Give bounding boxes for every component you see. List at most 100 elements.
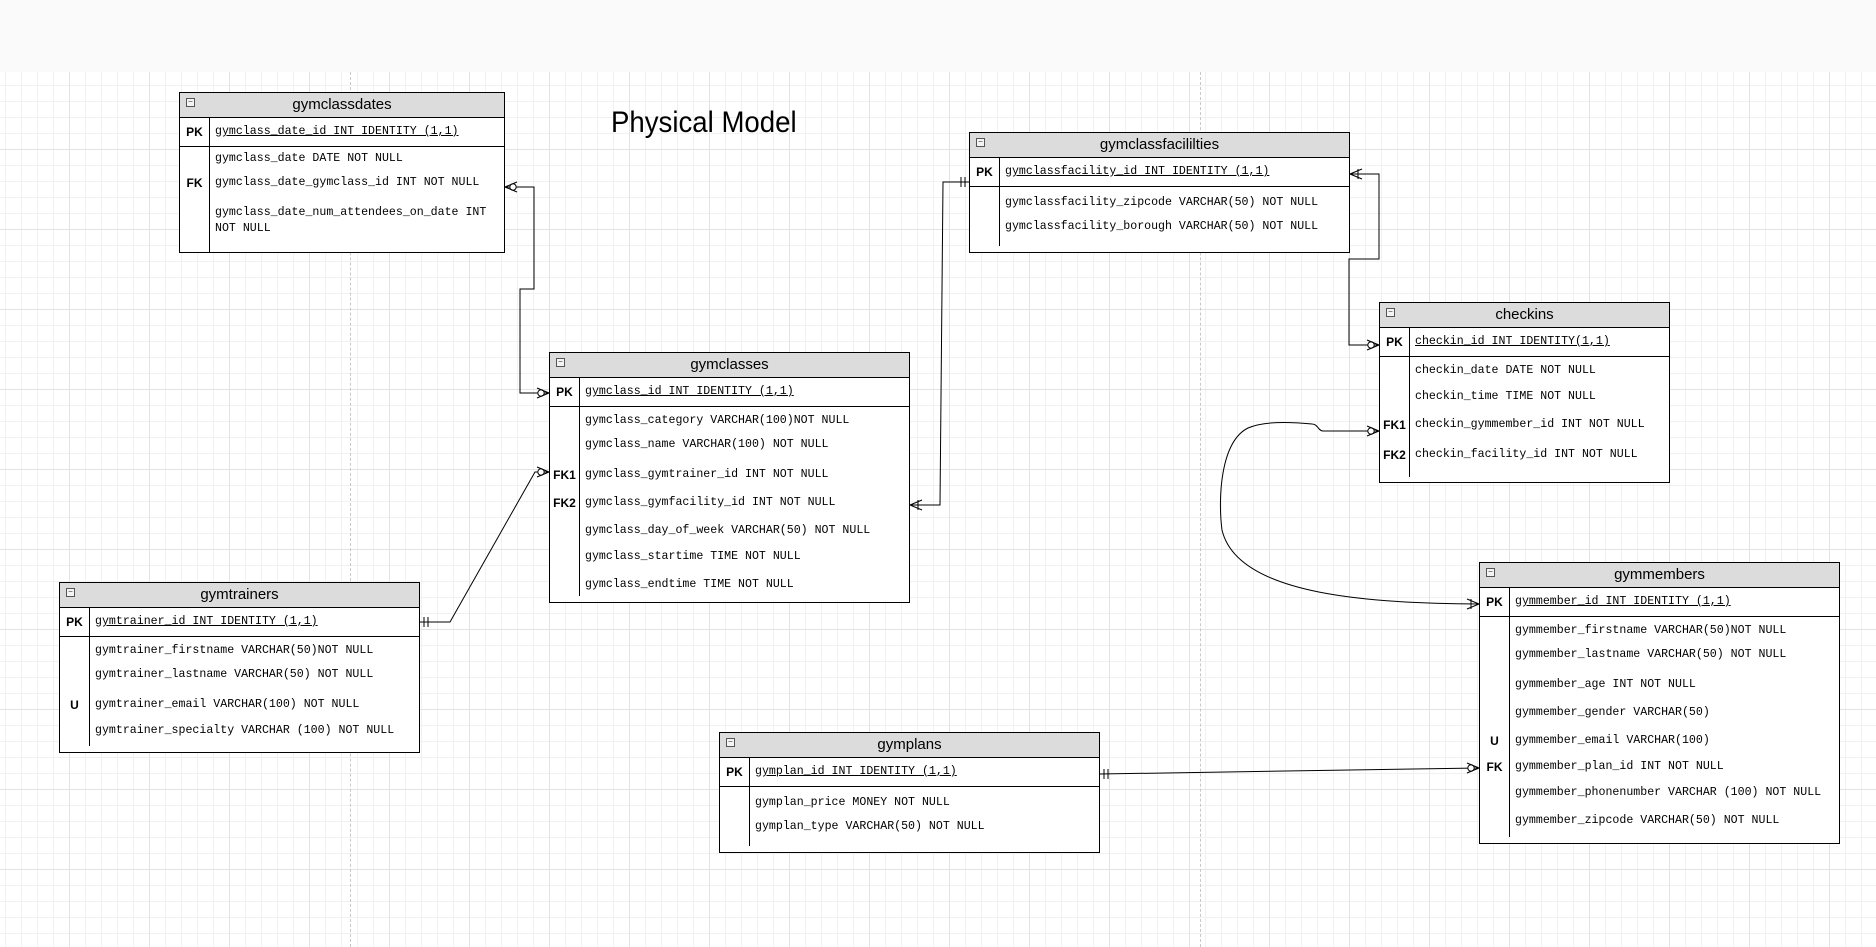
pk-section[interactable]: PK gymmember_id INT IDENTITY (1,1) bbox=[1480, 588, 1839, 617]
attribute-section[interactable]: gymclass_date DATE NOT NULL FK gymclass_… bbox=[180, 147, 504, 253]
attribute-text: gymclass_gymtrainer_id INT NOT NULL bbox=[585, 468, 829, 481]
attribute-row[interactable]: gymplan_type VARCHAR(50) NOT NULL bbox=[720, 818, 1099, 836]
entity-header[interactable]: − gymtrainers bbox=[60, 583, 419, 608]
attribute-row[interactable]: gymclass_startime TIME NOT NULL bbox=[550, 548, 909, 566]
entity-header[interactable]: − checkins bbox=[1380, 303, 1669, 328]
attribute-row[interactable]: gymmember_age INT NOT NULL bbox=[1480, 676, 1839, 694]
key-column bbox=[550, 407, 580, 596]
attribute-row[interactable]: FK gymclass_date_gymclass_id INT NOT NUL… bbox=[180, 174, 504, 192]
attribute-row[interactable]: gymclassfacility_borough VARCHAR(50) NOT… bbox=[970, 218, 1349, 236]
attribute-section[interactable]: gymplan_price MONEY NOT NULL gymplan_typ… bbox=[720, 787, 1099, 853]
attribute-row[interactable]: gymclass_name VARCHAR(100) NOT NULL bbox=[550, 436, 909, 454]
attribute-text: checkin_date DATE NOT NULL bbox=[1415, 364, 1596, 377]
attribute-section[interactable]: gymclass_category VARCHAR(100)NOT NULL g… bbox=[550, 407, 909, 603]
attribute-row[interactable]: checkin_date DATE NOT NULL bbox=[1380, 362, 1669, 380]
entity-gymtrainers[interactable]: − gymtrainers PK gymtrainer_id INT IDENT… bbox=[59, 582, 420, 753]
attribute-row[interactable]: FK2 checkin_facility_id INT NOT NULL bbox=[1380, 446, 1669, 464]
attribute-row[interactable]: PK gymplan_id INT IDENTITY (1,1) bbox=[720, 763, 1099, 781]
toolbar-area bbox=[0, 0, 1876, 73]
attribute-text: gymclass_endtime TIME NOT NULL bbox=[585, 578, 794, 591]
entity-gymclasses[interactable]: − gymclasses PK gymclass_id INT IDENTITY… bbox=[549, 352, 910, 603]
attribute-row[interactable]: gymtrainer_firstname VARCHAR(50)NOT NULL bbox=[60, 642, 419, 660]
collapse-icon[interactable]: − bbox=[1486, 568, 1495, 577]
attribute-row[interactable]: PK gymclassfacility_id INT IDENTITY (1,1… bbox=[970, 163, 1349, 181]
attribute-row[interactable]: PK gymmember_id INT IDENTITY (1,1) bbox=[1480, 593, 1839, 611]
key-label: FK1 bbox=[553, 468, 576, 482]
attribute-row[interactable]: gymclass_day_of_week VARCHAR(50) NOT NUL… bbox=[550, 522, 909, 540]
attribute-text: gymclass_gymfacility_id INT NOT NULL bbox=[585, 496, 836, 509]
collapse-icon[interactable]: − bbox=[556, 358, 565, 367]
key-label: PK bbox=[1486, 595, 1503, 609]
collapse-icon[interactable]: − bbox=[976, 138, 985, 147]
attribute-row[interactable]: checkin_time TIME NOT NULL bbox=[1380, 388, 1669, 406]
entity-gymclassdates[interactable]: − gymclassdates PK gymclass_date_id INT … bbox=[179, 92, 505, 253]
attribute-text: checkin_time TIME NOT NULL bbox=[1415, 390, 1596, 403]
collapse-icon[interactable]: − bbox=[66, 588, 75, 597]
pk-section[interactable]: PK gymclass_date_id INT IDENTITY (1,1) bbox=[180, 118, 504, 147]
entity-name: gymmembers bbox=[1614, 566, 1705, 583]
attribute-row[interactable]: gymclass_date DATE NOT NULL bbox=[180, 150, 504, 168]
attribute-row[interactable]: PK gymclass_id INT IDENTITY (1,1) bbox=[550, 383, 909, 401]
attribute-row[interactable]: PK checkin_id INT IDENTITY(1,1) bbox=[1380, 333, 1669, 351]
collapse-icon[interactable]: − bbox=[186, 98, 195, 107]
page-break-line bbox=[350, 72, 351, 947]
entity-header[interactable]: − gymmembers bbox=[1480, 563, 1839, 588]
attribute-row[interactable]: FK1 checkin_gymmember_id INT NOT NULL bbox=[1380, 416, 1669, 434]
attribute-row[interactable]: gymclass_date_num_attendees_on_date INT … bbox=[180, 204, 504, 238]
entity-gymmembers[interactable]: − gymmembers PK gymmember_id INT IDENTIT… bbox=[1479, 562, 1840, 844]
attribute-section[interactable]: gymtrainer_firstname VARCHAR(50)NOT NULL… bbox=[60, 637, 419, 753]
key-label: U bbox=[70, 698, 79, 712]
attribute-row[interactable]: gymtrainer_specialty VARCHAR (100) NOT N… bbox=[60, 722, 419, 740]
entity-checkins[interactable]: − checkins PK checkin_id INT IDENTITY(1,… bbox=[1379, 302, 1670, 483]
pk-section[interactable]: PK checkin_id INT IDENTITY(1,1) bbox=[1380, 328, 1669, 357]
collapse-icon[interactable]: − bbox=[1386, 308, 1395, 317]
key-column bbox=[720, 758, 750, 786]
attribute-row[interactable]: gymclass_category VARCHAR(100)NOT NULL bbox=[550, 412, 909, 430]
entity-header[interactable]: − gymclasses bbox=[550, 353, 909, 378]
attribute-row[interactable]: FK gymmember_plan_id INT NOT NULL bbox=[1480, 758, 1839, 776]
diagram-title[interactable]: Physical Model bbox=[611, 106, 797, 139]
attribute-row[interactable]: U gymtrainer_email VARCHAR(100) NOT NULL bbox=[60, 696, 419, 714]
attribute-text: gymmember_age INT NOT NULL bbox=[1515, 678, 1696, 691]
pk-section[interactable]: PK gymtrainer_id INT IDENTITY (1,1) bbox=[60, 608, 419, 637]
key-label: FK2 bbox=[1383, 448, 1406, 462]
pk-section[interactable]: PK gymplan_id INT IDENTITY (1,1) bbox=[720, 758, 1099, 787]
entity-gymclassfacilities[interactable]: − gymclassfacililties PK gymclassfacilit… bbox=[969, 132, 1350, 253]
attribute-row[interactable]: gymtrainer_lastname VARCHAR(50) NOT NULL bbox=[60, 666, 419, 684]
attribute-row[interactable]: gymclass_endtime TIME NOT NULL bbox=[550, 576, 909, 594]
entity-header[interactable]: − gymplans bbox=[720, 733, 1099, 758]
attribute-row[interactable]: gymclassfacility_zipcode VARCHAR(50) NOT… bbox=[970, 194, 1349, 212]
entity-header[interactable]: − gymclassdates bbox=[180, 93, 504, 118]
attribute-text: checkin_id INT IDENTITY(1,1) bbox=[1415, 335, 1610, 348]
attribute-row[interactable]: FK2 gymclass_gymfacility_id INT NOT NULL bbox=[550, 494, 909, 512]
attribute-row[interactable]: gymmember_zipcode VARCHAR(50) NOT NULL bbox=[1480, 812, 1839, 830]
pk-section[interactable]: PK gymclass_id INT IDENTITY (1,1) bbox=[550, 378, 909, 407]
attribute-text: gymmember_phonenumber VARCHAR (100) NOT … bbox=[1515, 786, 1822, 799]
attribute-row[interactable]: FK1 gymclass_gymtrainer_id INT NOT NULL bbox=[550, 466, 909, 484]
key-label: FK bbox=[186, 176, 203, 190]
attribute-row[interactable]: gymmember_gender VARCHAR(50) bbox=[1480, 704, 1839, 722]
entity-gymplans[interactable]: − gymplans PK gymplan_id INT IDENTITY (1… bbox=[719, 732, 1100, 853]
attribute-section[interactable]: gymmember_firstname VARCHAR(50)NOT NULL … bbox=[1480, 617, 1839, 844]
key-column bbox=[1480, 588, 1510, 616]
attribute-text: gymclass_date DATE NOT NULL bbox=[215, 152, 403, 165]
attribute-row[interactable]: gymmember_phonenumber VARCHAR (100) NOT … bbox=[1480, 784, 1839, 802]
attribute-row[interactable]: PK gymtrainer_id INT IDENTITY (1,1) bbox=[60, 613, 419, 631]
attribute-text: gymclass_startime TIME NOT NULL bbox=[585, 550, 801, 563]
key-column bbox=[1380, 328, 1410, 356]
key-column bbox=[970, 187, 1000, 246]
entity-header[interactable]: − gymclassfacililties bbox=[970, 133, 1349, 158]
attribute-row[interactable]: U gymmember_email VARCHAR(100) bbox=[1480, 732, 1839, 750]
attribute-text: gymclass_id INT IDENTITY (1,1) bbox=[585, 385, 794, 398]
attribute-text: gymmember_zipcode VARCHAR(50) NOT NULL bbox=[1515, 814, 1780, 827]
attribute-row[interactable]: gymplan_price MONEY NOT NULL bbox=[720, 794, 1099, 812]
attribute-section[interactable]: checkin_date DATE NOT NULL checkin_time … bbox=[1380, 357, 1669, 483]
attribute-row[interactable]: gymmember_firstname VARCHAR(50)NOT NULL bbox=[1480, 622, 1839, 640]
attribute-section[interactable]: gymclassfacility_zipcode VARCHAR(50) NOT… bbox=[970, 187, 1349, 253]
attribute-row[interactable]: gymmember_lastname VARCHAR(50) NOT NULL bbox=[1480, 646, 1839, 664]
pk-section[interactable]: PK gymclassfacility_id INT IDENTITY (1,1… bbox=[970, 158, 1349, 187]
collapse-icon[interactable]: − bbox=[726, 738, 735, 747]
key-column bbox=[550, 378, 580, 406]
attribute-row[interactable]: PK gymclass_date_id INT IDENTITY (1,1) bbox=[180, 123, 504, 141]
entity-name: gymtrainers bbox=[200, 586, 279, 603]
